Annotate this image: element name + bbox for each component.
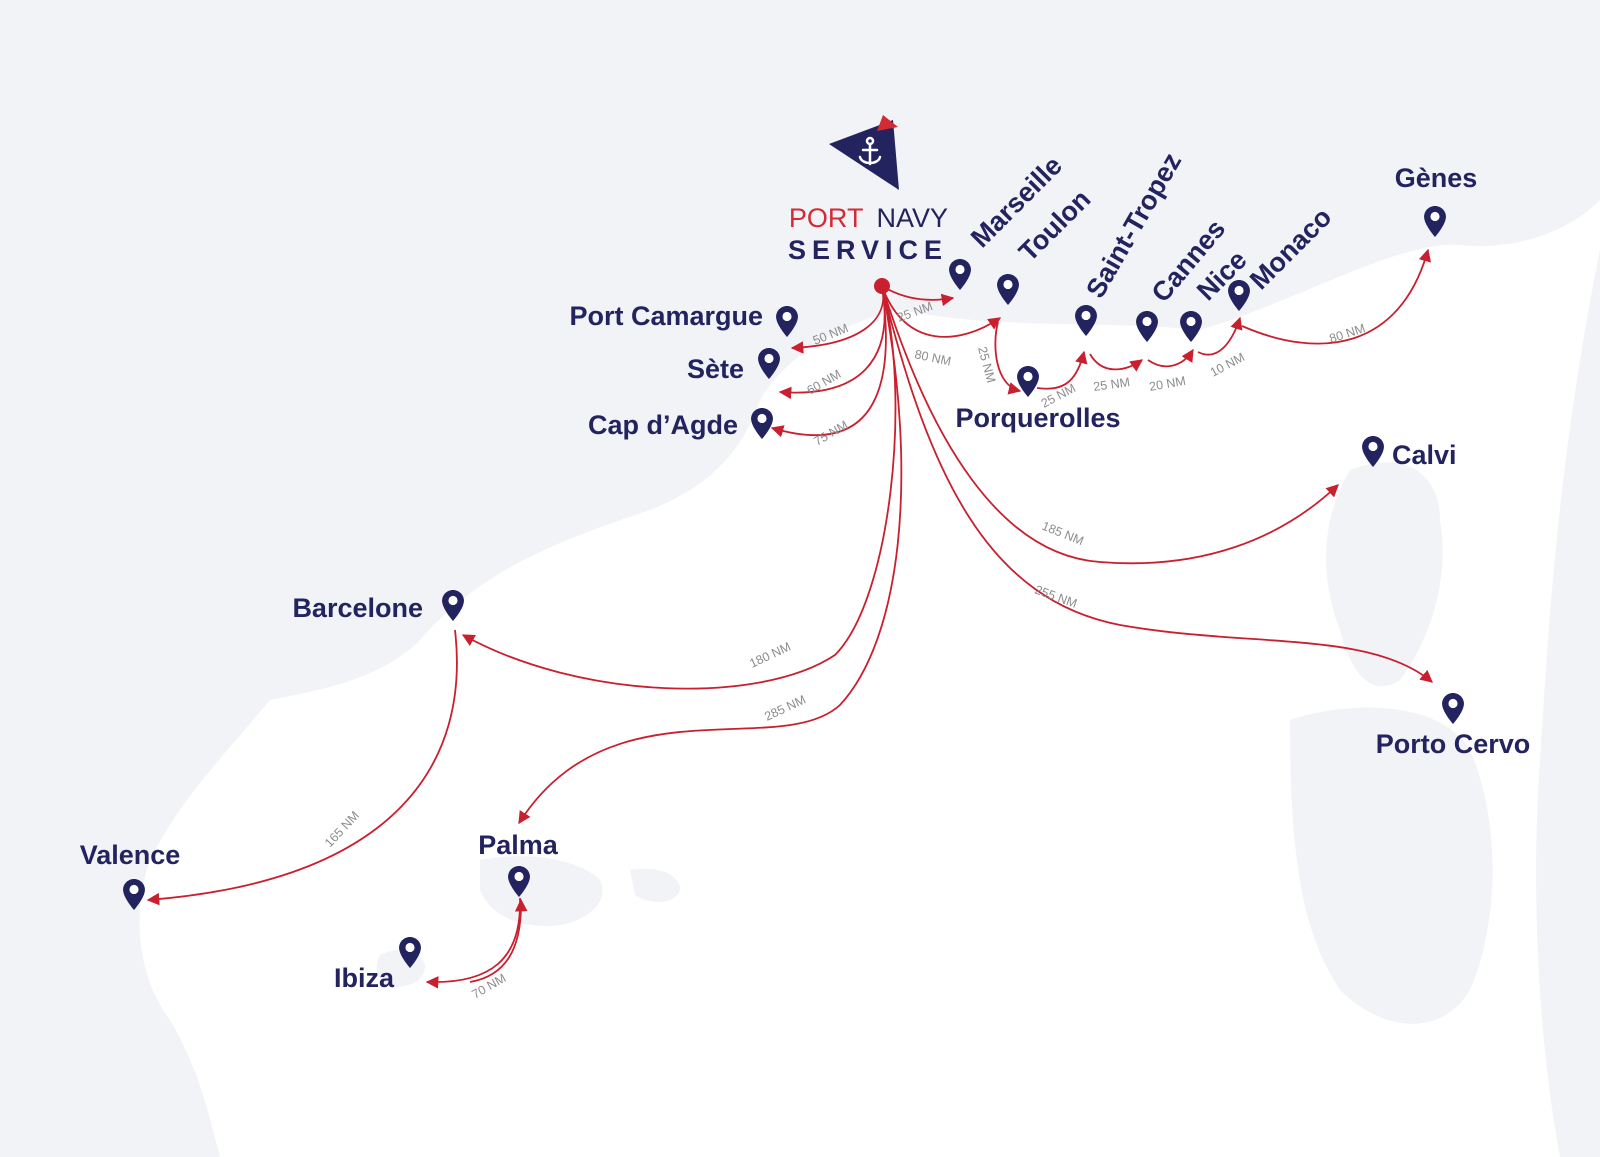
land-mallorca [480, 856, 603, 926]
place-valence: Valence [80, 840, 181, 870]
route-porquerolles [994, 321, 1022, 395]
place-barcelone: Barcelone [292, 593, 423, 623]
distance-nice: 20 NM [1148, 374, 1187, 394]
place-calvi: Calvi [1392, 440, 1457, 470]
anchor-icon [858, 136, 882, 166]
map-pin-icon[interactable] [1075, 305, 1097, 336]
place-sete: Sète [687, 354, 744, 384]
distance-palma: 285 NM [762, 693, 808, 724]
distance-barcelone: 180 NM [747, 640, 793, 671]
land-corsica [1326, 462, 1443, 687]
route-porto-cervo [881, 285, 1433, 683]
land-east-coast [1536, 250, 1600, 1157]
route-toulon [881, 285, 1002, 338]
place-porquerolles: Porquerolles [955, 403, 1120, 433]
place-cap-dagde: Cap d’Agde [588, 410, 738, 440]
route-cannes [1089, 353, 1144, 372]
route-cap-dagde [770, 285, 887, 438]
route-ibiza [425, 897, 521, 989]
route-palma [518, 285, 903, 825]
route-barcelone [461, 285, 897, 690]
routes [146, 248, 1433, 989]
land-sardinia [1290, 707, 1493, 1024]
map-pin-icon[interactable] [442, 590, 464, 621]
distance-cap-dagde: 75 NM [812, 418, 851, 449]
map-pin-icon[interactable] [751, 408, 773, 439]
distance-sete: 60 NM [805, 367, 844, 398]
distance-valence: 165 NM [322, 808, 362, 850]
route-calvi [881, 285, 1339, 565]
brand-port-text: PORT [789, 203, 863, 233]
map-pin-icon[interactable] [1017, 366, 1039, 397]
origin-dot [874, 278, 890, 294]
logo-sail [829, 120, 899, 190]
route-nice [1147, 348, 1194, 368]
route-genes [1241, 248, 1432, 345]
distance-calvi: 185 NM [1040, 519, 1086, 548]
route-monaco [1197, 316, 1243, 356]
route-ibiza-return [469, 898, 528, 983]
place-palma: Palma [478, 830, 559, 860]
brand-name-line1: PORT NAVY [789, 203, 948, 233]
brand-name-line2: SERVICE [788, 235, 948, 265]
map-pin-icon[interactable] [1180, 311, 1202, 342]
land-minorca [630, 868, 680, 902]
route-valence [146, 629, 458, 906]
distance-toulon: 80 NM [913, 347, 952, 368]
place-port-camargue: Port Camargue [569, 301, 763, 331]
place-genes: Gènes [1395, 163, 1478, 193]
map-pin-icon[interactable] [1442, 693, 1464, 724]
distance-cannes: 25 NM [1092, 375, 1130, 394]
distance-genes: 80 NM [1328, 321, 1367, 346]
brand-logo: PORT NAVY SERVICE [788, 115, 948, 265]
map-pin-icon[interactable] [1136, 311, 1158, 342]
map-pin-icon[interactable] [1362, 436, 1384, 467]
distance-porto-cervo: 255 NM [1033, 583, 1079, 611]
logo-flag [877, 115, 898, 131]
place-ibiza: Ibiza [334, 963, 395, 993]
place-porto-cervo: Porto Cervo [1376, 729, 1531, 759]
route-saint-tropez [1036, 350, 1088, 390]
brand-navy-text: NAVY [876, 203, 948, 233]
